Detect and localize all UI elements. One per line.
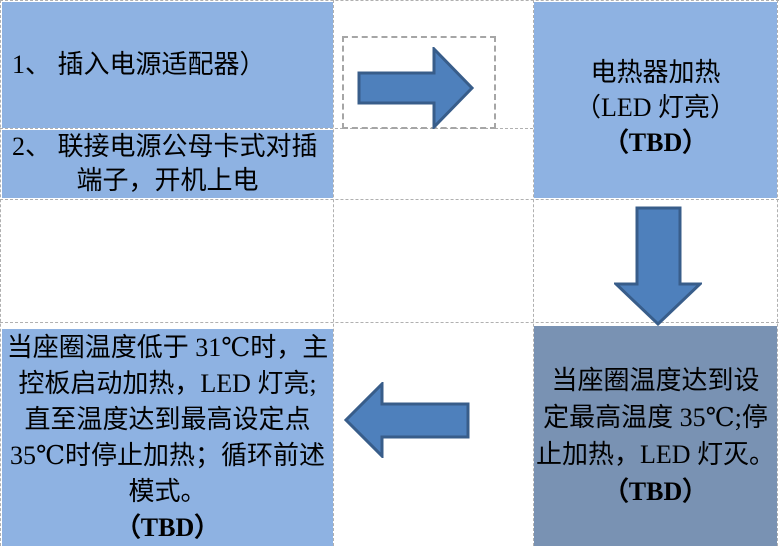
stop-text-line3: 止加热，LED 灯灭。 — [535, 440, 776, 469]
table-gridline-col1 — [333, 0, 334, 546]
cycle-text-line2: 控板启动加热，LED 灯亮; — [18, 368, 317, 398]
table-gridline-right — [777, 0, 778, 546]
cycle-text-line3: 直至温度达到最高设定点 — [24, 404, 311, 434]
shape-selection-outline — [342, 36, 496, 129]
cell-step1[interactable]: 1、 插入电源适配器） — [2, 2, 333, 128]
table-gridline-left — [0, 0, 1, 546]
stop-text-line2: 定最高温度 35℃;停 — [543, 403, 768, 432]
cycle-text-line4: 35℃时停止加热；循环前述 — [9, 440, 326, 470]
right-arrow-icon[interactable] — [357, 47, 474, 129]
cell-step2[interactable]: 2、 联接电源公母卡式对插 端子，开机上电 — [2, 130, 333, 198]
cell-cycle[interactable]: 当座圈温度低于 31℃时，主 控板启动加热，LED 灯亮; 直至温度达到最高设定… — [2, 329, 333, 546]
table-gridline-row2 — [0, 199, 779, 200]
cycle-text-line5: 模式。 — [128, 476, 207, 506]
step2-text-line1: 2、 联接电源公母卡式对插 — [12, 132, 318, 161]
cycle-text-line1: 当座圈温度低于 31℃时，主 — [6, 332, 329, 362]
down-arrow-icon[interactable] — [614, 206, 702, 326]
heater-text-line1: 电热器加热 — [590, 57, 721, 87]
heater-text-line2: （LED 灯亮） — [574, 92, 737, 122]
heater-tbd-label: （TBD） — [602, 127, 709, 157]
cell-heater[interactable]: 电热器加热 （LED 灯亮） （TBD） — [534, 2, 777, 198]
left-arrow-icon[interactable] — [344, 382, 470, 458]
step1-text: 1、 插入电源适配器） — [12, 50, 266, 79]
cell-stop-heating[interactable]: 当座圈温度达到设 定最高温度 35℃;停 止加热，LED 灯灭。 （TBD） — [534, 326, 777, 546]
stop-text-line1: 当座圈温度达到设 — [551, 366, 760, 395]
stop-tbd-label: （TBD） — [602, 477, 709, 506]
table-gridline-top — [0, 0, 779, 1]
cycle-tbd-label: （TBD） — [114, 512, 221, 542]
step2-text-line2: 端子，开机上电 — [76, 166, 259, 195]
